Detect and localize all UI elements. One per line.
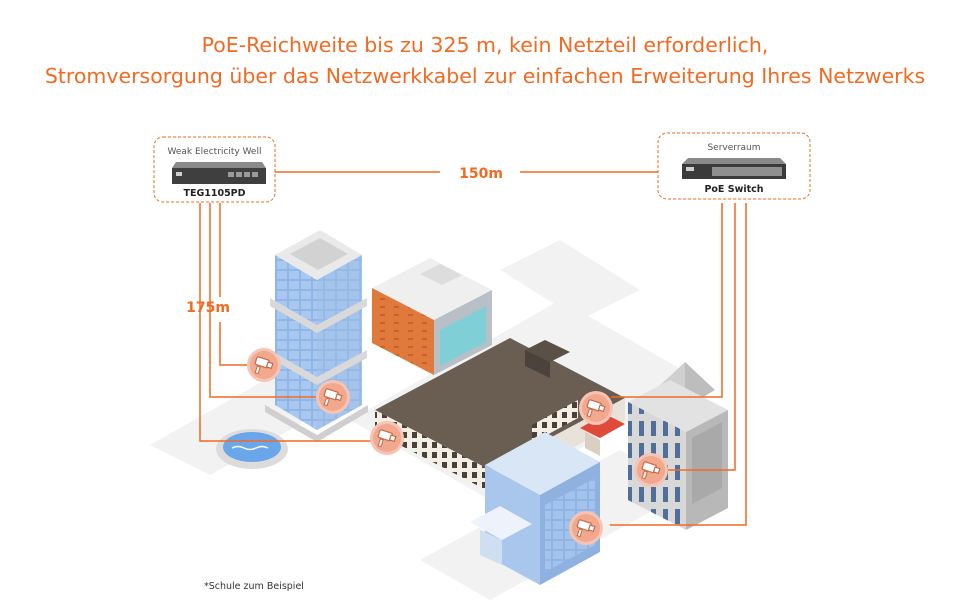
right-model-label: PoE Switch bbox=[704, 184, 763, 195]
right-device-box: Serverraum PoE Switch bbox=[657, 132, 811, 200]
cables bbox=[199, 171, 747, 526]
camera-icon bbox=[568, 510, 604, 546]
right-location-label: Serverraum bbox=[707, 143, 760, 153]
switch-icon bbox=[172, 162, 266, 184]
camera-icon bbox=[246, 347, 282, 383]
camera-icon bbox=[578, 390, 614, 426]
brick-building bbox=[372, 258, 492, 375]
headline: PoE-Reichweite bis zu 325 m, kein Netzte… bbox=[0, 30, 970, 92]
headline-line-1: PoE-Reichweite bis zu 325 m, kein Netzte… bbox=[201, 33, 769, 57]
left-model-label: TEG1105PD bbox=[183, 188, 245, 199]
left-device-box: Weak Electricity Well TEG1105PD bbox=[153, 136, 276, 203]
camera-icon bbox=[369, 420, 405, 456]
camera-icon bbox=[633, 452, 669, 488]
footnote: *Schule zum Beispiel bbox=[204, 581, 304, 592]
horizontal-distance-label: 150m bbox=[459, 166, 503, 182]
switch-icon bbox=[682, 158, 786, 179]
camera-icon bbox=[315, 379, 351, 415]
vertical-distance-label: 175m bbox=[186, 300, 230, 316]
left-location-label: Weak Electricity Well bbox=[168, 147, 262, 157]
headline-line-2: Stromversorgung über das Netzwerkkabel z… bbox=[44, 64, 926, 88]
swimming-pool bbox=[216, 429, 288, 469]
